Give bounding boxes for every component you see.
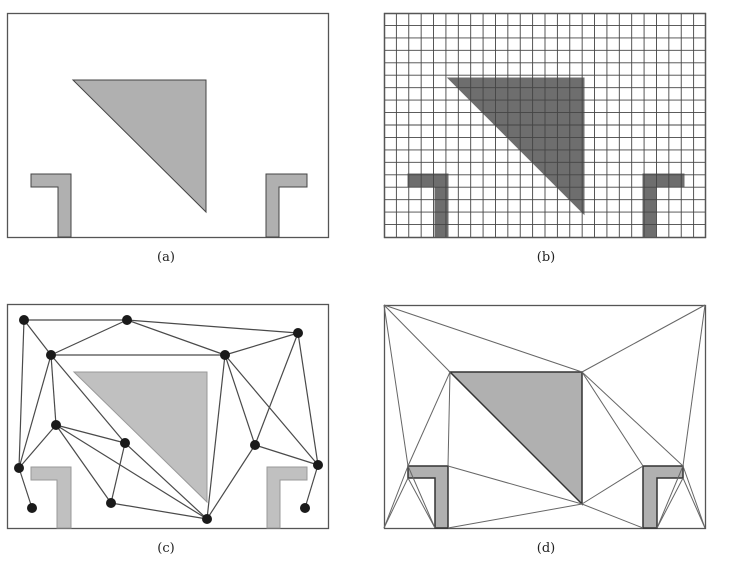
triangulation-edge <box>581 304 706 373</box>
triangulation-edge <box>447 371 451 467</box>
roadmap-edge <box>206 354 226 520</box>
panel-d-triangulation <box>383 304 707 530</box>
triangulation-edge <box>383 465 409 529</box>
roadmap-edge <box>50 354 126 444</box>
triangulation-edge <box>581 465 644 505</box>
triangulation-edge <box>383 304 583 373</box>
panel-b-caption: (b) <box>536 250 556 265</box>
roadmap-edge <box>224 332 299 356</box>
triangulation-edge <box>656 477 684 529</box>
roadmap-edge <box>304 464 319 509</box>
panel-a-workspace <box>6 12 330 239</box>
roadmap-edge <box>18 354 52 469</box>
roadmap-edge <box>50 354 57 426</box>
roadmap-node <box>51 420 61 430</box>
roadmap-edge <box>55 424 112 504</box>
roadmap-node <box>220 350 230 360</box>
triangulation-edge <box>656 465 684 529</box>
roadmap-edge <box>206 444 256 520</box>
triangulation-edge <box>581 371 644 467</box>
panel-b-grid <box>383 12 707 239</box>
triangulation-edge <box>407 465 436 529</box>
roadmap-node <box>250 440 260 450</box>
triangulation-edge <box>447 503 583 529</box>
roadmap-edge <box>126 319 226 356</box>
triangulation-edge <box>581 371 684 467</box>
roadmap-edge <box>110 502 208 520</box>
triangulation-edge <box>682 465 706 529</box>
roadmap-node <box>313 460 323 470</box>
left-l-obstacle <box>30 173 72 238</box>
roadmap-edge <box>254 332 299 446</box>
panel-d-caption: (d) <box>536 541 556 556</box>
roadmap-edge <box>55 424 208 520</box>
triangle-obstacle <box>72 371 208 504</box>
right-l-obstacle <box>266 466 308 529</box>
roadmap-edge <box>18 424 57 469</box>
roadmap-node <box>19 315 29 325</box>
roadmap-edge <box>224 354 256 446</box>
roadmap-node <box>293 328 303 338</box>
roadmap-edge <box>254 444 319 466</box>
roadmap-edge <box>23 319 52 356</box>
triangulation-edge <box>383 477 409 529</box>
roadmap-node <box>27 503 37 513</box>
triangulation-edge <box>682 304 706 467</box>
panel-c-roadmap <box>6 303 330 530</box>
roadmap-node <box>202 514 212 524</box>
roadmap-edge <box>124 442 208 520</box>
panel-a-caption: (a) <box>157 250 175 265</box>
left-l-obstacle <box>30 466 72 529</box>
triangulation-edge <box>682 477 706 529</box>
roadmap-node <box>46 350 56 360</box>
roadmap-edge <box>18 319 25 469</box>
triangulation-edge <box>383 304 451 373</box>
triangle-obstacle <box>446 77 585 216</box>
triangle-obstacle <box>71 79 207 214</box>
roadmap-node <box>106 498 116 508</box>
roadmap-edge <box>55 424 126 444</box>
roadmap-edge <box>50 319 128 356</box>
right-l-obstacle <box>265 173 308 238</box>
roadmap-node <box>120 438 130 448</box>
roadmap-node <box>122 315 132 325</box>
workspace-frame <box>383 12 707 239</box>
roadmap-node <box>300 503 310 513</box>
roadmap-edge <box>110 442 126 504</box>
triangulation-edge <box>581 503 644 529</box>
panel-c-caption: (c) <box>157 541 175 556</box>
triangulation-edge <box>407 371 451 467</box>
roadmap-edge <box>224 354 319 466</box>
triangulation-edge <box>447 465 583 505</box>
triangulation-edge <box>407 477 436 529</box>
triangle-obstacle <box>448 371 583 506</box>
roadmap-node <box>14 463 24 473</box>
roadmap-edge <box>18 467 33 509</box>
roadmap-edge <box>126 319 299 334</box>
roadmap-edge <box>297 332 319 466</box>
triangulation-edge <box>383 304 409 467</box>
